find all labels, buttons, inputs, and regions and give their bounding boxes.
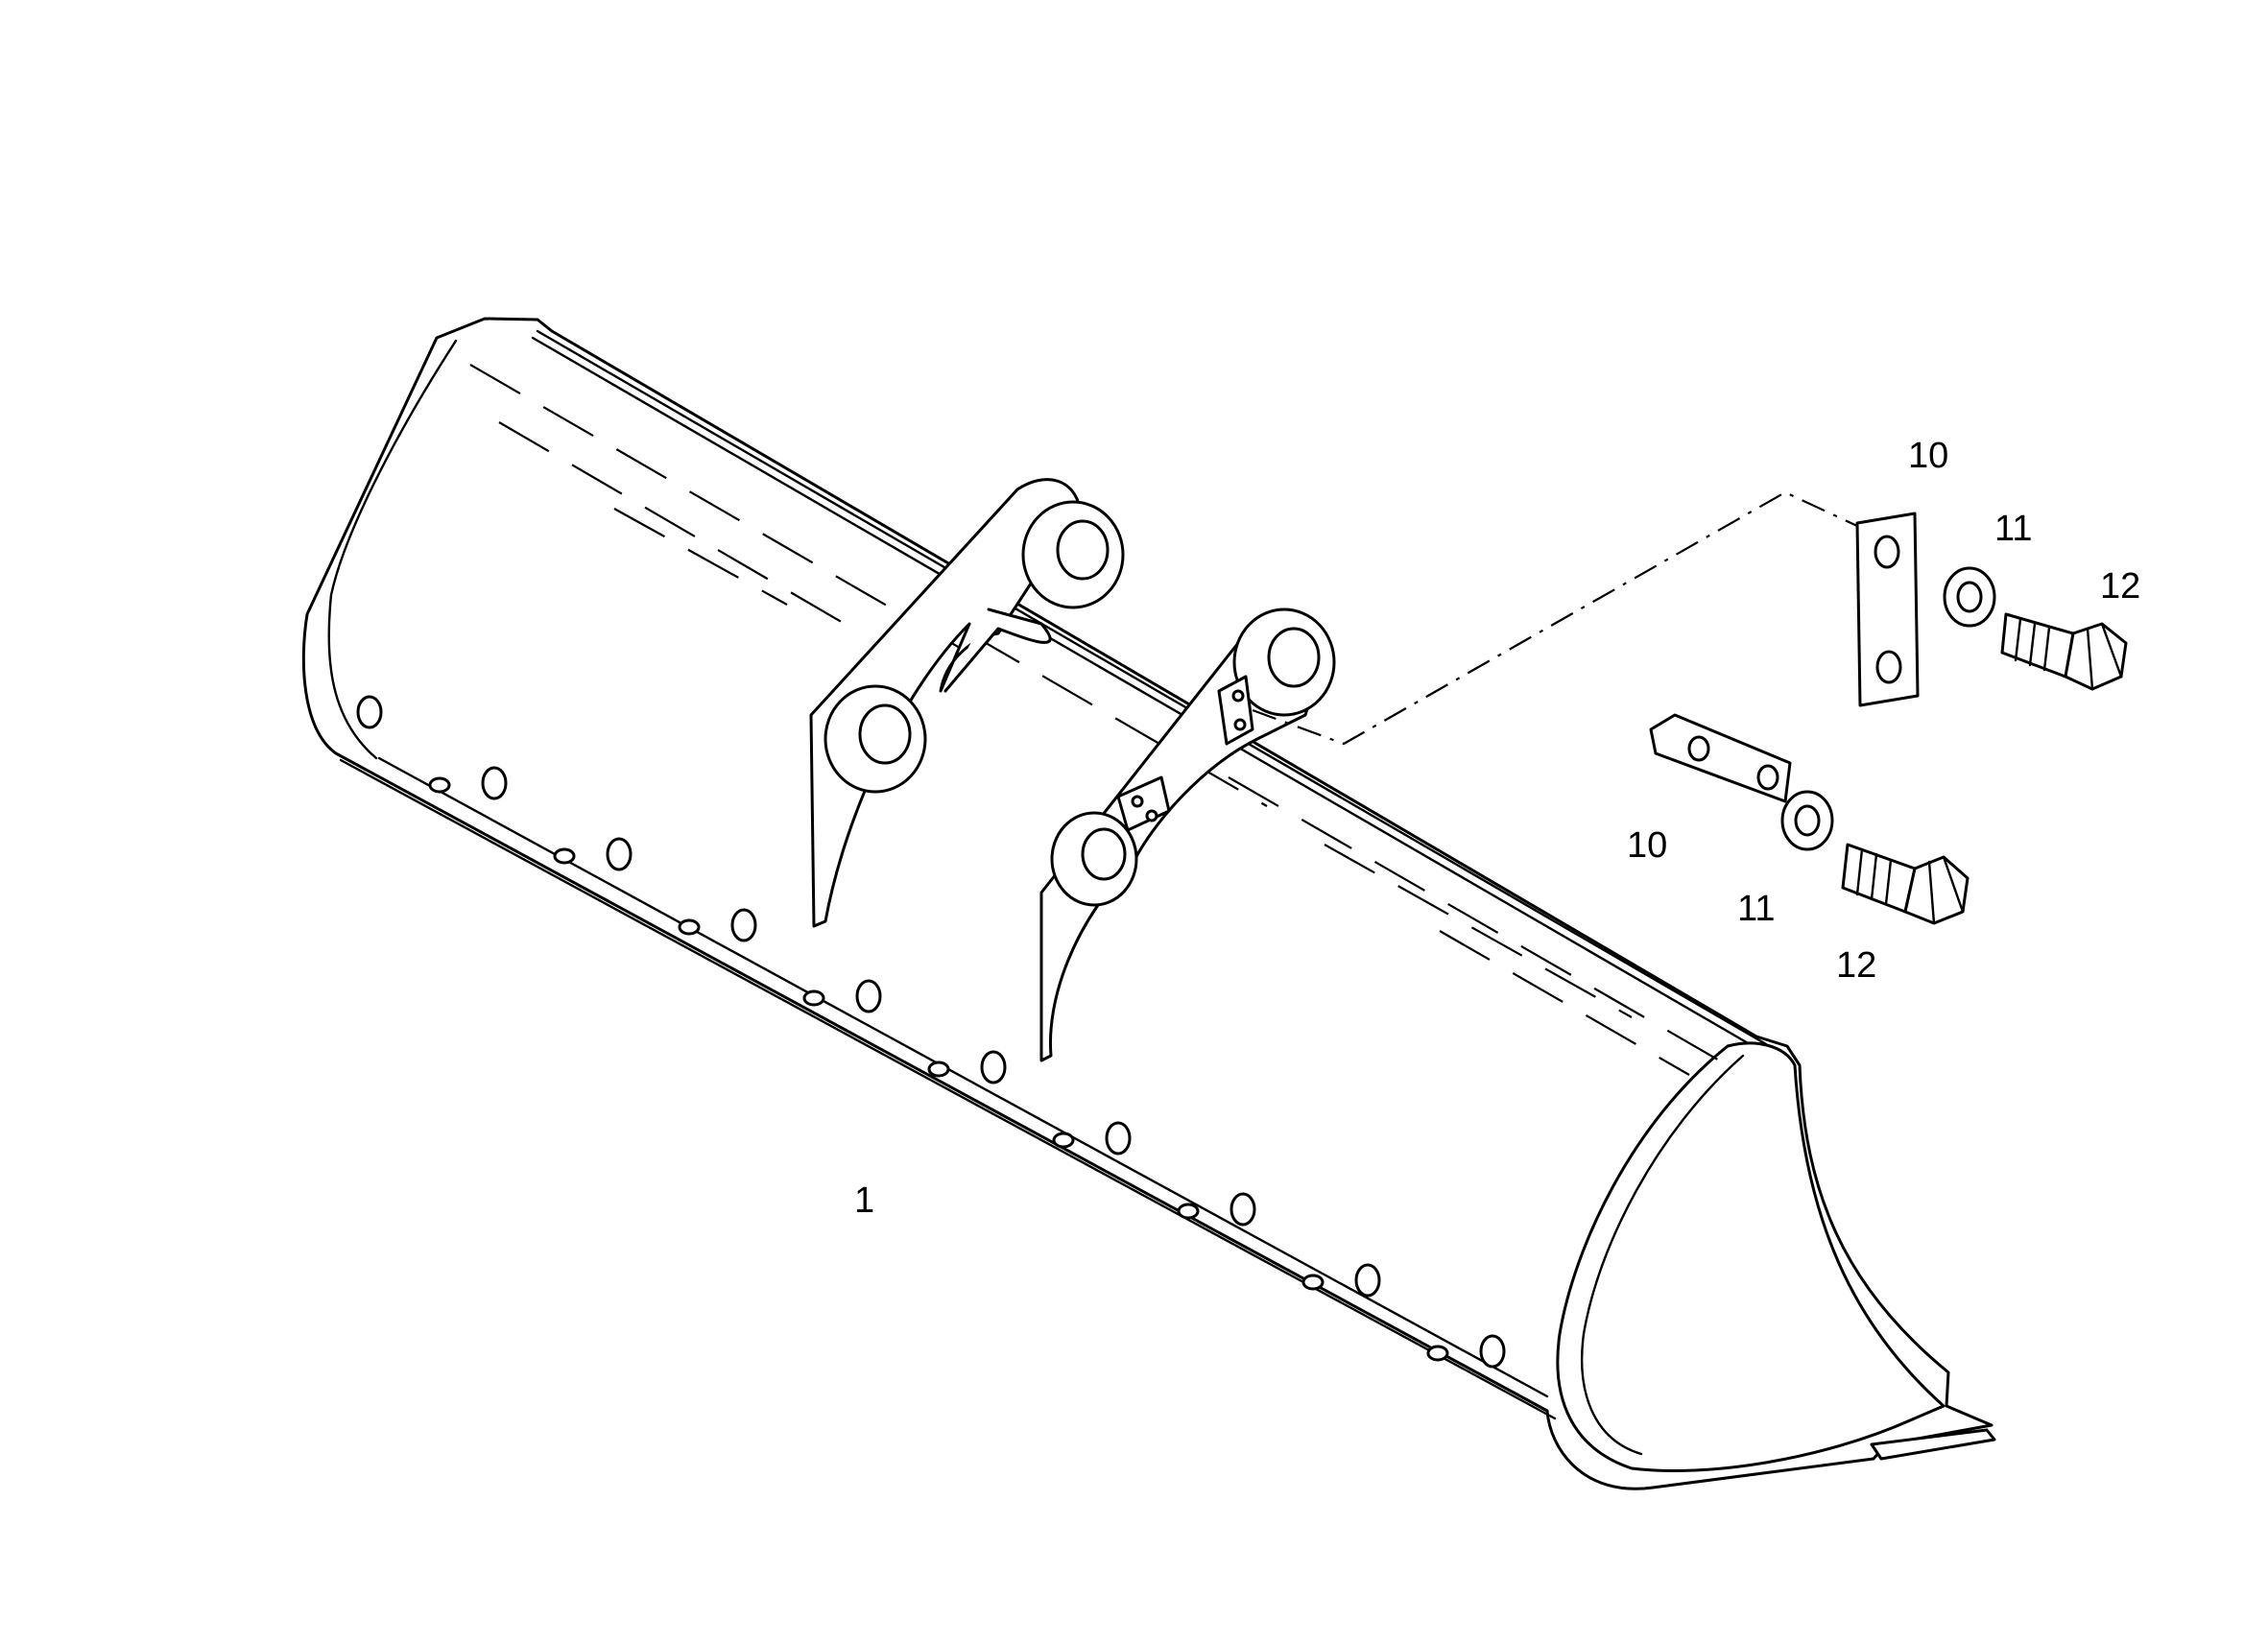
right-mounting-bracket <box>1039 608 1336 1062</box>
bucket-assembly <box>301 317 1996 1490</box>
callout-11-washer-top: 11 <box>1994 509 2033 549</box>
washer-11-top <box>1943 566 1996 628</box>
bucket-back-rim <box>536 329 1768 1046</box>
callout-10-plate-top: 10 <box>1908 436 1949 476</box>
bolt-12-bottom <box>1841 843 1970 925</box>
bracket-clip-lower <box>1116 775 1171 832</box>
bracket-clip-upper <box>1217 675 1254 746</box>
bucket-body <box>301 317 1993 1490</box>
callout-11-washer-bottom: 11 <box>1737 889 1776 929</box>
bucket-left-side-plate <box>327 339 458 760</box>
bucket-right-side-plate <box>1556 1041 1946 1473</box>
callout-10-plate-bottom: 10 <box>1627 825 1668 866</box>
bolt-12-top <box>2000 612 2128 691</box>
callout-12-bolt-bottom: 12 <box>1836 945 1877 986</box>
callout-1-bucket: 1 <box>854 1180 875 1221</box>
washer-11-bottom <box>1780 790 1834 851</box>
cutting-edge-bolt-holes <box>356 695 1506 1369</box>
plate-10-top <box>1855 512 1920 707</box>
bucket-cutting-edge <box>1870 1428 1996 1461</box>
plate-10-bottom <box>1649 713 1792 803</box>
leader-line <box>1252 490 1858 746</box>
left-mounting-bracket <box>809 478 1125 928</box>
callout-12-bolt-top: 12 <box>2100 566 2141 607</box>
